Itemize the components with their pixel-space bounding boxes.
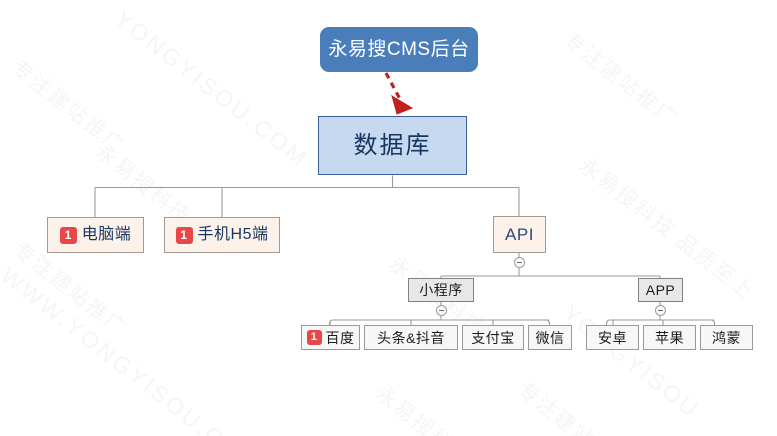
- node-pc-label: 电脑端: [81, 226, 132, 243]
- node-pc[interactable]: 1 电脑端: [47, 217, 144, 253]
- node-root-label: 永易搜CMS后台: [328, 39, 470, 60]
- node-database[interactable]: 数据库: [318, 116, 467, 175]
- watermark-0: 专注建站推广: [6, 55, 130, 160]
- node-app[interactable]: APP: [638, 278, 683, 302]
- leaf-miniprogram-4-label: 微信: [535, 329, 565, 346]
- leaf-app-3[interactable]: 鸿蒙: [700, 325, 753, 350]
- leaf-miniprogram-3-label: 支付宝: [471, 329, 515, 346]
- leaf-miniprogram-2[interactable]: 头条&抖音: [364, 325, 458, 350]
- leaf-app-1[interactable]: 安卓: [586, 325, 639, 350]
- watermark-8: YONGYISOU.COM: [109, 5, 314, 173]
- leaf-app-2[interactable]: 苹果: [643, 325, 696, 350]
- node-api[interactable]: API: [493, 216, 546, 253]
- watermark-10: YONGYISOU: [557, 300, 706, 423]
- red-dashed-arrow: [384, 72, 414, 115]
- watermark-9: WWW.YONGYISOU.COM: [0, 262, 265, 436]
- watermark-2: 专注建站推广: [558, 27, 682, 132]
- badge-count-leaf-miniprogram-1: 1: [306, 330, 322, 345]
- node-root-cms[interactable]: 永易搜CMS后台: [320, 27, 478, 72]
- node-mobile-h5[interactable]: 1 手机H5端: [164, 217, 280, 253]
- collapse-toggle-app[interactable]: [654, 305, 666, 316]
- node-api-label: API: [505, 225, 534, 244]
- node-database-label: 数据库: [353, 131, 432, 159]
- leaf-miniprogram-1-label: 百度: [325, 329, 355, 346]
- badge-count-pc: 1: [59, 226, 77, 244]
- leaf-app-2-label: 苹果: [655, 329, 684, 346]
- node-miniprogram[interactable]: 小程序: [408, 278, 474, 302]
- leaf-app-3-label: 鸿蒙: [712, 329, 741, 346]
- leaf-miniprogram-4[interactable]: 微信: [528, 325, 572, 350]
- collapse-toggle-miniprogram[interactable]: [435, 305, 447, 316]
- node-miniprogram-label: 小程序: [419, 282, 463, 298]
- node-mobile-h5-label: 手机H5端: [197, 226, 269, 243]
- leaf-app-1-label: 安卓: [598, 329, 627, 346]
- collapse-toggle-api[interactable]: [513, 257, 525, 268]
- watermark-6: 专注建站推广: [512, 377, 636, 436]
- badge-count-h5: 1: [175, 226, 193, 244]
- watermark-7: 永易搜科技: [370, 381, 476, 436]
- node-app-label: APP: [645, 282, 676, 298]
- leaf-miniprogram-3[interactable]: 支付宝: [462, 325, 524, 350]
- leaf-miniprogram-2-label: 头条&抖音: [377, 329, 445, 346]
